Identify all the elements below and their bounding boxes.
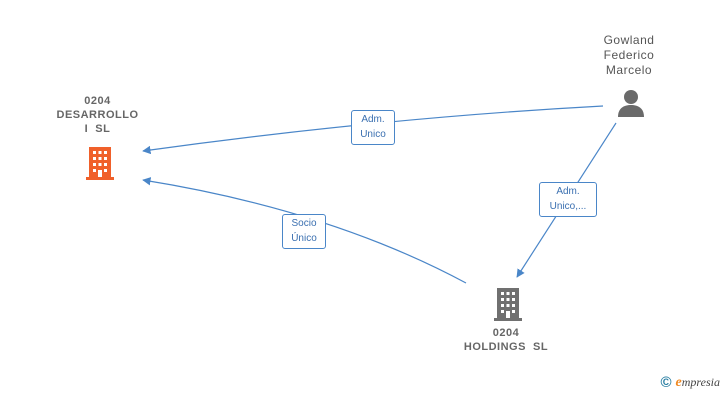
main-company-name-line-1: 0204	[84, 95, 111, 107]
main-company-name-line-3: I SL	[84, 123, 111, 135]
edge-label-line-2: Único	[291, 233, 317, 244]
copyright-icon: ©	[660, 373, 672, 391]
building-icon[interactable]	[492, 286, 524, 322]
edge-label-line-1: Socio	[291, 218, 317, 229]
edge-label-line-1: Adm.	[361, 114, 385, 125]
building-icon[interactable]	[84, 145, 116, 181]
main-company-name[interactable]: 0204 DESARROLLO I SL	[40, 94, 155, 136]
person-name-line-1: Gowland	[603, 33, 655, 47]
edge-label-adm-unico[interactable]: Adm. Unico	[351, 110, 395, 145]
edge-label-line-2: Unico,...	[549, 201, 587, 212]
edge-label-line-2: Unico	[360, 129, 386, 140]
person-name[interactable]: Gowland Federico Marcelo	[584, 33, 674, 78]
edge-label-adm-unico-more[interactable]: Adm. Unico,...	[539, 182, 597, 217]
main-company-name-line-2: DESARROLLO	[56, 109, 139, 121]
holdings-name-line-1: 0204	[492, 327, 520, 339]
holdings-name[interactable]: 0204 HOLDINGS SL	[446, 326, 566, 354]
empresia-logo: © empresia	[660, 372, 720, 392]
brand-name: mpresia	[681, 375, 720, 389]
holdings-name-line-2: HOLDINGS SL	[463, 341, 549, 353]
edge-label-socio-unico[interactable]: Socio Único	[282, 214, 326, 249]
brand-initial: e	[675, 375, 682, 390]
person-icon[interactable]	[616, 88, 646, 118]
person-name-line-3: Marcelo	[605, 63, 653, 77]
person-name-line-2: Federico	[603, 48, 655, 62]
edge-label-line-1: Adm.	[556, 186, 580, 197]
brand-wordmark: empresia	[676, 373, 720, 391]
